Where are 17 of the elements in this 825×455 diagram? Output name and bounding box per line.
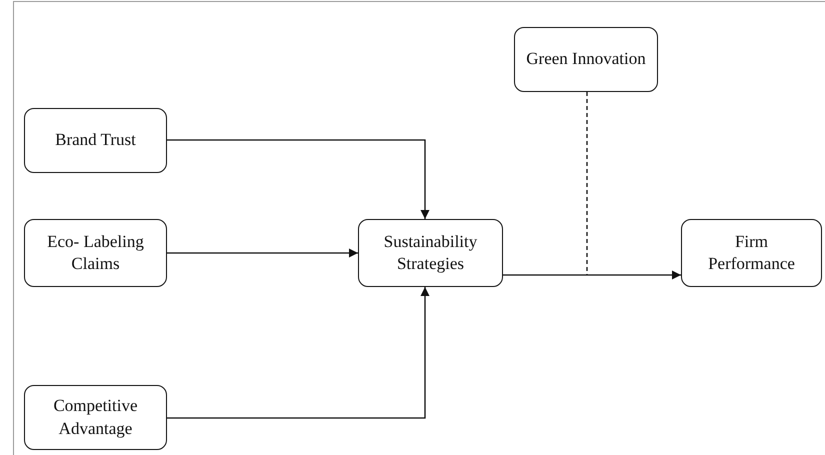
concept-box <box>24 108 167 173</box>
arrow <box>167 139 430 219</box>
box-label: Brand Trust <box>55 129 136 152</box>
concept-box <box>24 219 167 287</box>
box-label: Eco- Labeling Claims <box>46 230 145 275</box>
box-label: Green Innovation <box>526 48 646 70</box>
box-label: Sustainability Strategies <box>382 230 478 275</box>
box-label: Firm Performance <box>707 230 796 275</box>
concept-box <box>681 219 822 287</box>
box-label: Competitive Advantage <box>52 395 139 440</box>
arrow <box>503 270 681 280</box>
concept-box <box>514 27 658 92</box>
connector-line <box>586 92 588 275</box>
concept-box <box>358 219 503 287</box>
arrow <box>167 248 358 258</box>
arrow <box>167 287 430 419</box>
concept-box <box>24 385 167 450</box>
